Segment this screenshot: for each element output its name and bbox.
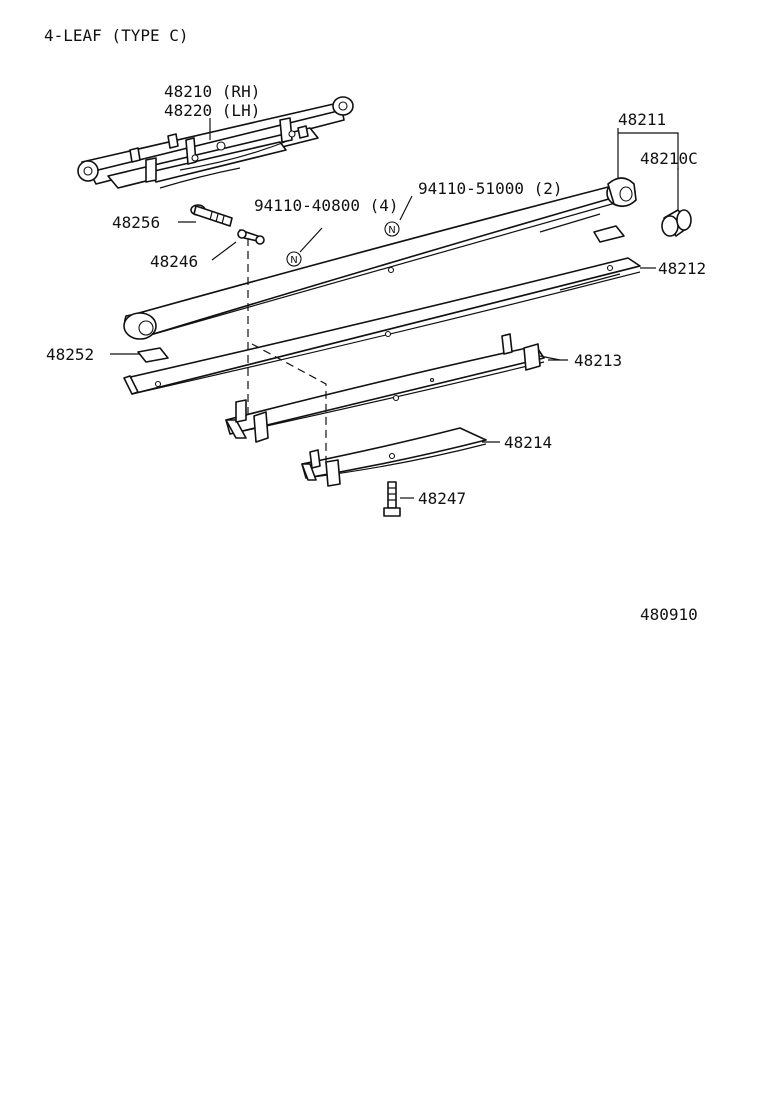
bushing-48210C <box>661 209 692 237</box>
leader-lines <box>110 118 679 499</box>
label-48210C: 48210C <box>640 149 698 168</box>
label-94110-40800: 94110-40800 (4) <box>254 196 399 215</box>
diagram-title: 4-LEAF (TYPE C) <box>44 26 189 45</box>
label-48212: 48212 <box>658 259 706 278</box>
drawing-number: 480910 <box>640 605 698 624</box>
pad-right <box>593 225 625 243</box>
main-leaf-48211 <box>123 177 637 340</box>
label-48256: 48256 <box>112 213 160 232</box>
label-48247: 48247 <box>418 489 466 508</box>
leaf-48214 <box>301 427 487 487</box>
label-48246: 48246 <box>150 252 198 271</box>
nut-symbol-51000: N <box>384 221 400 237</box>
spring-assembly-illustration <box>77 96 354 189</box>
nut-symbol-40800: N <box>286 251 302 267</box>
label-48211: 48211 <box>618 110 666 129</box>
leaf-48212 <box>123 257 641 395</box>
svg-text:N: N <box>290 255 297 266</box>
label-48220: 48220 (LH) <box>164 101 260 120</box>
label-48210: 48210 (RH) <box>164 82 260 101</box>
pin-48246 <box>237 229 265 245</box>
label-48214: 48214 <box>504 433 552 452</box>
label-48213: 48213 <box>574 351 622 370</box>
label-94110-51000: 94110-51000 (2) <box>418 179 563 198</box>
bolt-48247 <box>383 481 401 517</box>
bolt-48256 <box>190 204 233 227</box>
assembly-dashed-lines <box>247 238 327 466</box>
svg-text:N: N <box>388 225 395 236</box>
pad-48252 <box>137 347 169 363</box>
leaf-48213 <box>225 333 561 443</box>
label-48252: 48252 <box>46 345 94 364</box>
